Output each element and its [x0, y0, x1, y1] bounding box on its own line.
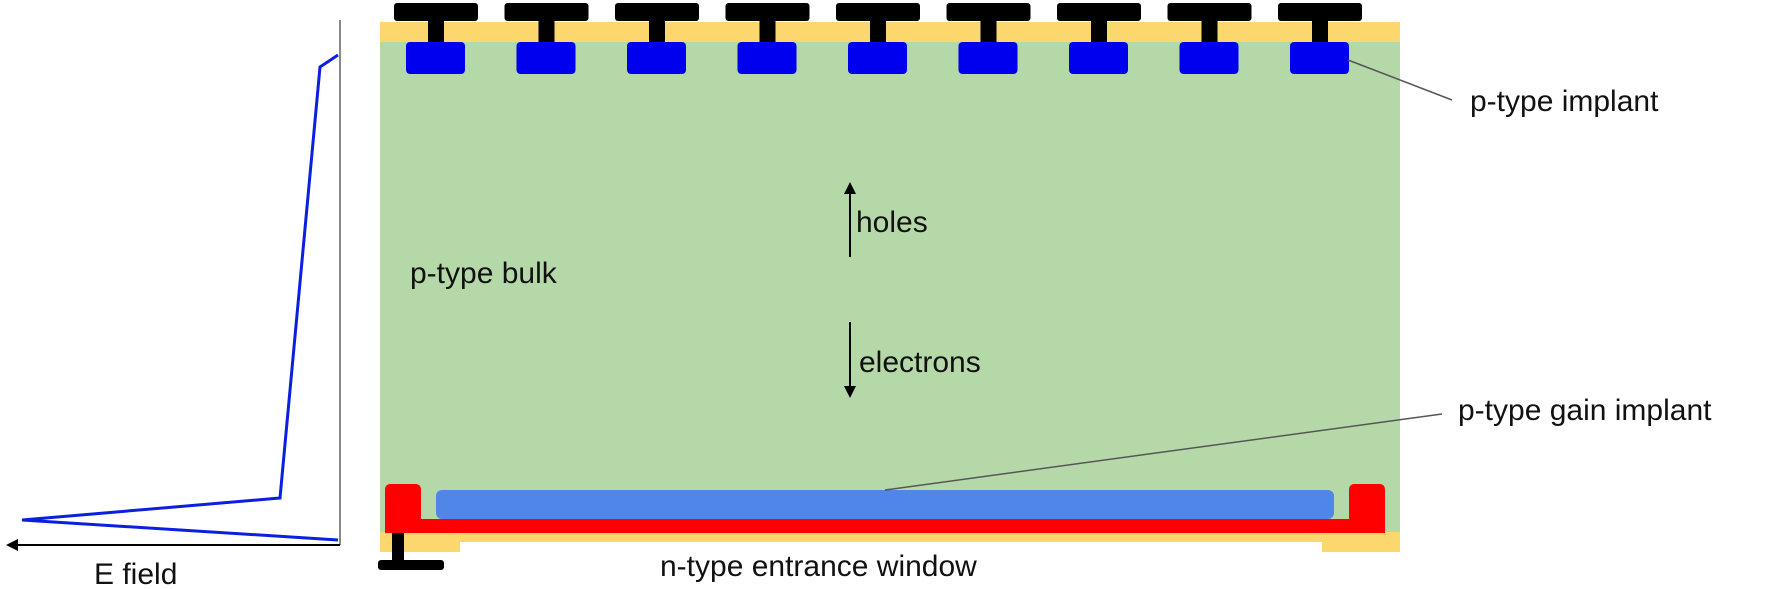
- p-type-gain-implant-layer: [436, 490, 1334, 519]
- p-type-implant: [848, 42, 907, 74]
- p-type-bulk-region: [380, 42, 1400, 532]
- metal-contact-stem: [1091, 20, 1107, 48]
- p-type-implant: [737, 42, 797, 74]
- e-field-plot: E field: [6, 20, 341, 589]
- p-type-implant: [958, 42, 1018, 74]
- metal-contact-cap: [1057, 3, 1141, 21]
- p-type-implant: [627, 42, 686, 74]
- metal-contact-cap: [836, 3, 920, 21]
- metal-contact-stem: [759, 20, 776, 48]
- e-field-curve: [21, 53, 339, 542]
- p-type-implant: [1290, 42, 1349, 74]
- holes-label: holes: [856, 206, 928, 239]
- sensor-cross-section: p-type implant holes p-type bulk electro…: [378, 3, 1712, 583]
- readout-strips: [394, 3, 1362, 74]
- electrons-arrowhead: [844, 386, 856, 398]
- metal-contact-stem: [538, 20, 555, 48]
- jte-left: [385, 484, 421, 532]
- n-type-entrance-window-label: n-type entrance window: [660, 550, 977, 583]
- p-type-bulk-label: p-type bulk: [410, 257, 558, 290]
- backside-contact-stem: [392, 533, 404, 563]
- e-field-label: E field: [94, 558, 177, 589]
- metal-contact-stem: [649, 20, 665, 48]
- electrons-label: electrons: [859, 346, 981, 379]
- gain-implant-leader: [884, 413, 1443, 491]
- jte-right: [1349, 484, 1385, 532]
- holes-arrowhead: [844, 182, 856, 194]
- metal-contact-stem: [870, 20, 886, 48]
- p-type-implant: [1069, 42, 1128, 74]
- metal-contact-stem: [1312, 20, 1328, 48]
- metal-contact-stem: [1201, 20, 1218, 48]
- metal-contact-cap: [1278, 3, 1362, 21]
- metal-contact-stem: [428, 20, 444, 48]
- metal-contact-cap: [946, 3, 1031, 21]
- metal-contact-cap: [615, 3, 699, 21]
- metal-contact-stem: [980, 20, 997, 48]
- metal-contact-cap: [1167, 3, 1252, 21]
- metal-contact-cap: [394, 3, 478, 21]
- metal-contact-cap: [504, 3, 589, 21]
- metal-contact-cap: [725, 3, 810, 21]
- top-oxide-layer: [380, 22, 1400, 42]
- p-type-implant-label: p-type implant: [1470, 85, 1659, 118]
- backside-contact-foot: [378, 560, 444, 570]
- p-type-implant-leader: [1347, 59, 1453, 101]
- entrance-window-opening: [460, 542, 1322, 552]
- p-type-gain-implant-label: p-type gain implant: [1458, 394, 1712, 427]
- p-type-implant: [1179, 42, 1239, 74]
- p-type-implant: [516, 42, 576, 74]
- e-field-arrowhead: [6, 539, 18, 551]
- p-type-implant: [406, 42, 465, 74]
- n-type-entrance-window: [385, 519, 1385, 533]
